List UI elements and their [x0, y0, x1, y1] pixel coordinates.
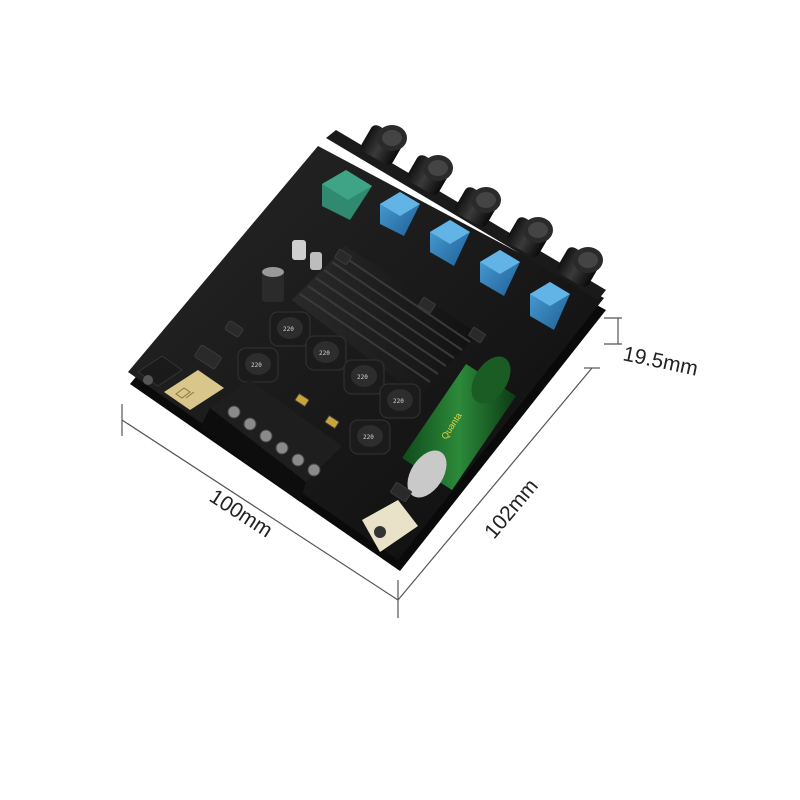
- inductor-1: 220: [269, 311, 311, 347]
- smd-components: [194, 248, 486, 503]
- dc-power-jack: [362, 500, 418, 552]
- inductor-5: 220: [237, 347, 279, 383]
- inductor-2: 220: [305, 335, 347, 371]
- small-capacitor-2: [292, 240, 322, 270]
- inductor-1-label: 220: [283, 326, 294, 333]
- inductor-4-label: 220: [393, 398, 404, 405]
- inductor-6: 220: [349, 419, 391, 455]
- knob-2[interactable]: [405, 153, 453, 197]
- dimension-height: 19.5mm: [604, 317, 700, 381]
- potentiometer-blue-2: [430, 220, 470, 266]
- knob-1[interactable]: [359, 123, 407, 167]
- height-label: 19.5mm: [621, 342, 700, 380]
- small-capacitor-1: [262, 267, 284, 302]
- potentiometer-teal: [322, 170, 372, 220]
- knob-3[interactable]: [453, 185, 501, 229]
- audio-jack: [137, 355, 183, 387]
- depth-label: 102mm: [480, 475, 543, 543]
- inductor-3: 220: [343, 359, 385, 395]
- inductor-2-label: 220: [319, 350, 330, 357]
- amplifier-board: 220 220 220 220 220 220: [128, 123, 606, 571]
- bluetooth-module: [164, 370, 224, 410]
- inductor-3-label: 220: [357, 374, 368, 381]
- potentiometer-blue-4: [530, 282, 570, 330]
- inductor-4: 220: [379, 383, 421, 419]
- speaker-terminal-block: [200, 380, 342, 502]
- knob-5[interactable]: [555, 245, 603, 289]
- potentiometer-blue-1: [380, 192, 420, 236]
- knob-4[interactable]: [505, 215, 553, 259]
- inductor-5-label: 220: [251, 362, 262, 369]
- potentiometer-blue-3: [480, 250, 520, 296]
- inductor-6-label: 220: [363, 434, 374, 441]
- heatsink: [292, 246, 478, 396]
- main-capacitor: Quanta: [402, 356, 516, 498]
